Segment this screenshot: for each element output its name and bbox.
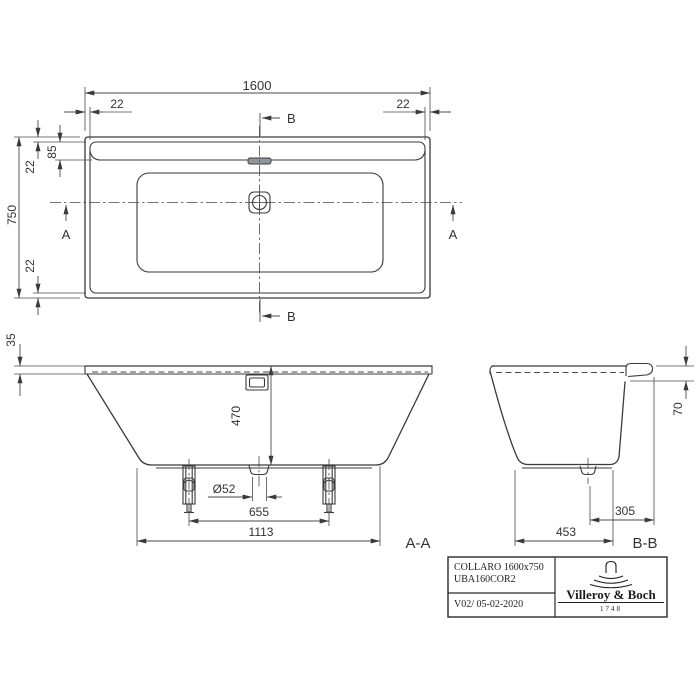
dim-margin-left: 22: [110, 97, 124, 111]
section-a-marker-right: A: [449, 204, 458, 242]
section-b-marker-top: B: [259, 111, 296, 136]
fountain-icon: [589, 560, 633, 589]
product-name: COLLARO 1600x750: [454, 562, 544, 573]
dim-depth: 470: [229, 406, 243, 426]
aa-drain-flange: [248, 465, 270, 476]
dim-rim-height: 35: [4, 333, 18, 347]
section-a-marker-left: A: [62, 204, 71, 242]
dim-width: 750: [5, 205, 19, 225]
dim-drain-offset: 305: [615, 504, 635, 518]
dim-deck: 85: [45, 145, 59, 159]
section-b-marker-bottom: B: [259, 299, 296, 324]
brand-name: Villeroy & Boch: [566, 587, 656, 602]
revision-date: V02/ 05-02-2020: [454, 599, 523, 610]
dim-floor-length: 1113: [249, 525, 274, 539]
dim-rim-bottom: 22: [23, 259, 37, 273]
dim-feet-spacing: 655: [249, 505, 269, 519]
dim-drain-diameter: Ø52: [213, 482, 236, 496]
brand-year: 1748: [600, 605, 622, 613]
dim-floor-width: 453: [556, 525, 576, 539]
section-a-label: A: [62, 227, 71, 242]
section-bb-label: B-B: [632, 535, 657, 552]
section-b-label: B: [287, 111, 296, 126]
section-bb-view: 70 305 453 B-B: [489, 346, 694, 552]
bb-tub-profile: [489, 370, 626, 466]
section-b-label: B: [287, 309, 296, 324]
aa-overflow-box: [245, 374, 269, 391]
tub-rim-inner-edge: [89, 141, 426, 294]
plan-view: 1600 22 22 B B A A: [5, 78, 462, 324]
article-number: UBA160COR2: [454, 574, 516, 585]
aa-tub-profile: [86, 373, 430, 466]
dim-rim-top: 22: [23, 160, 37, 174]
dim-length: 1600: [243, 78, 272, 93]
title-block: COLLARO 1600x750 UBA160COR2 V02/ 05-02-2…: [447, 556, 668, 618]
dim-rim-drop: 70: [671, 402, 685, 416]
section-aa-view: 35 470 Ø52 655 1113 A-A: [4, 333, 433, 552]
brand-logo: Villeroy & Boch 1748: [558, 560, 664, 613]
section-aa-label: A-A: [405, 535, 430, 552]
tub-outer-edge: [84, 136, 431, 299]
drain-plan: [248, 191, 271, 214]
bb-rim-lip: [625, 362, 654, 378]
title-block-border: [447, 556, 668, 618]
section-a-label: A: [449, 227, 458, 242]
dim-margin-right: 22: [396, 97, 410, 111]
bathing-well: [136, 172, 384, 273]
